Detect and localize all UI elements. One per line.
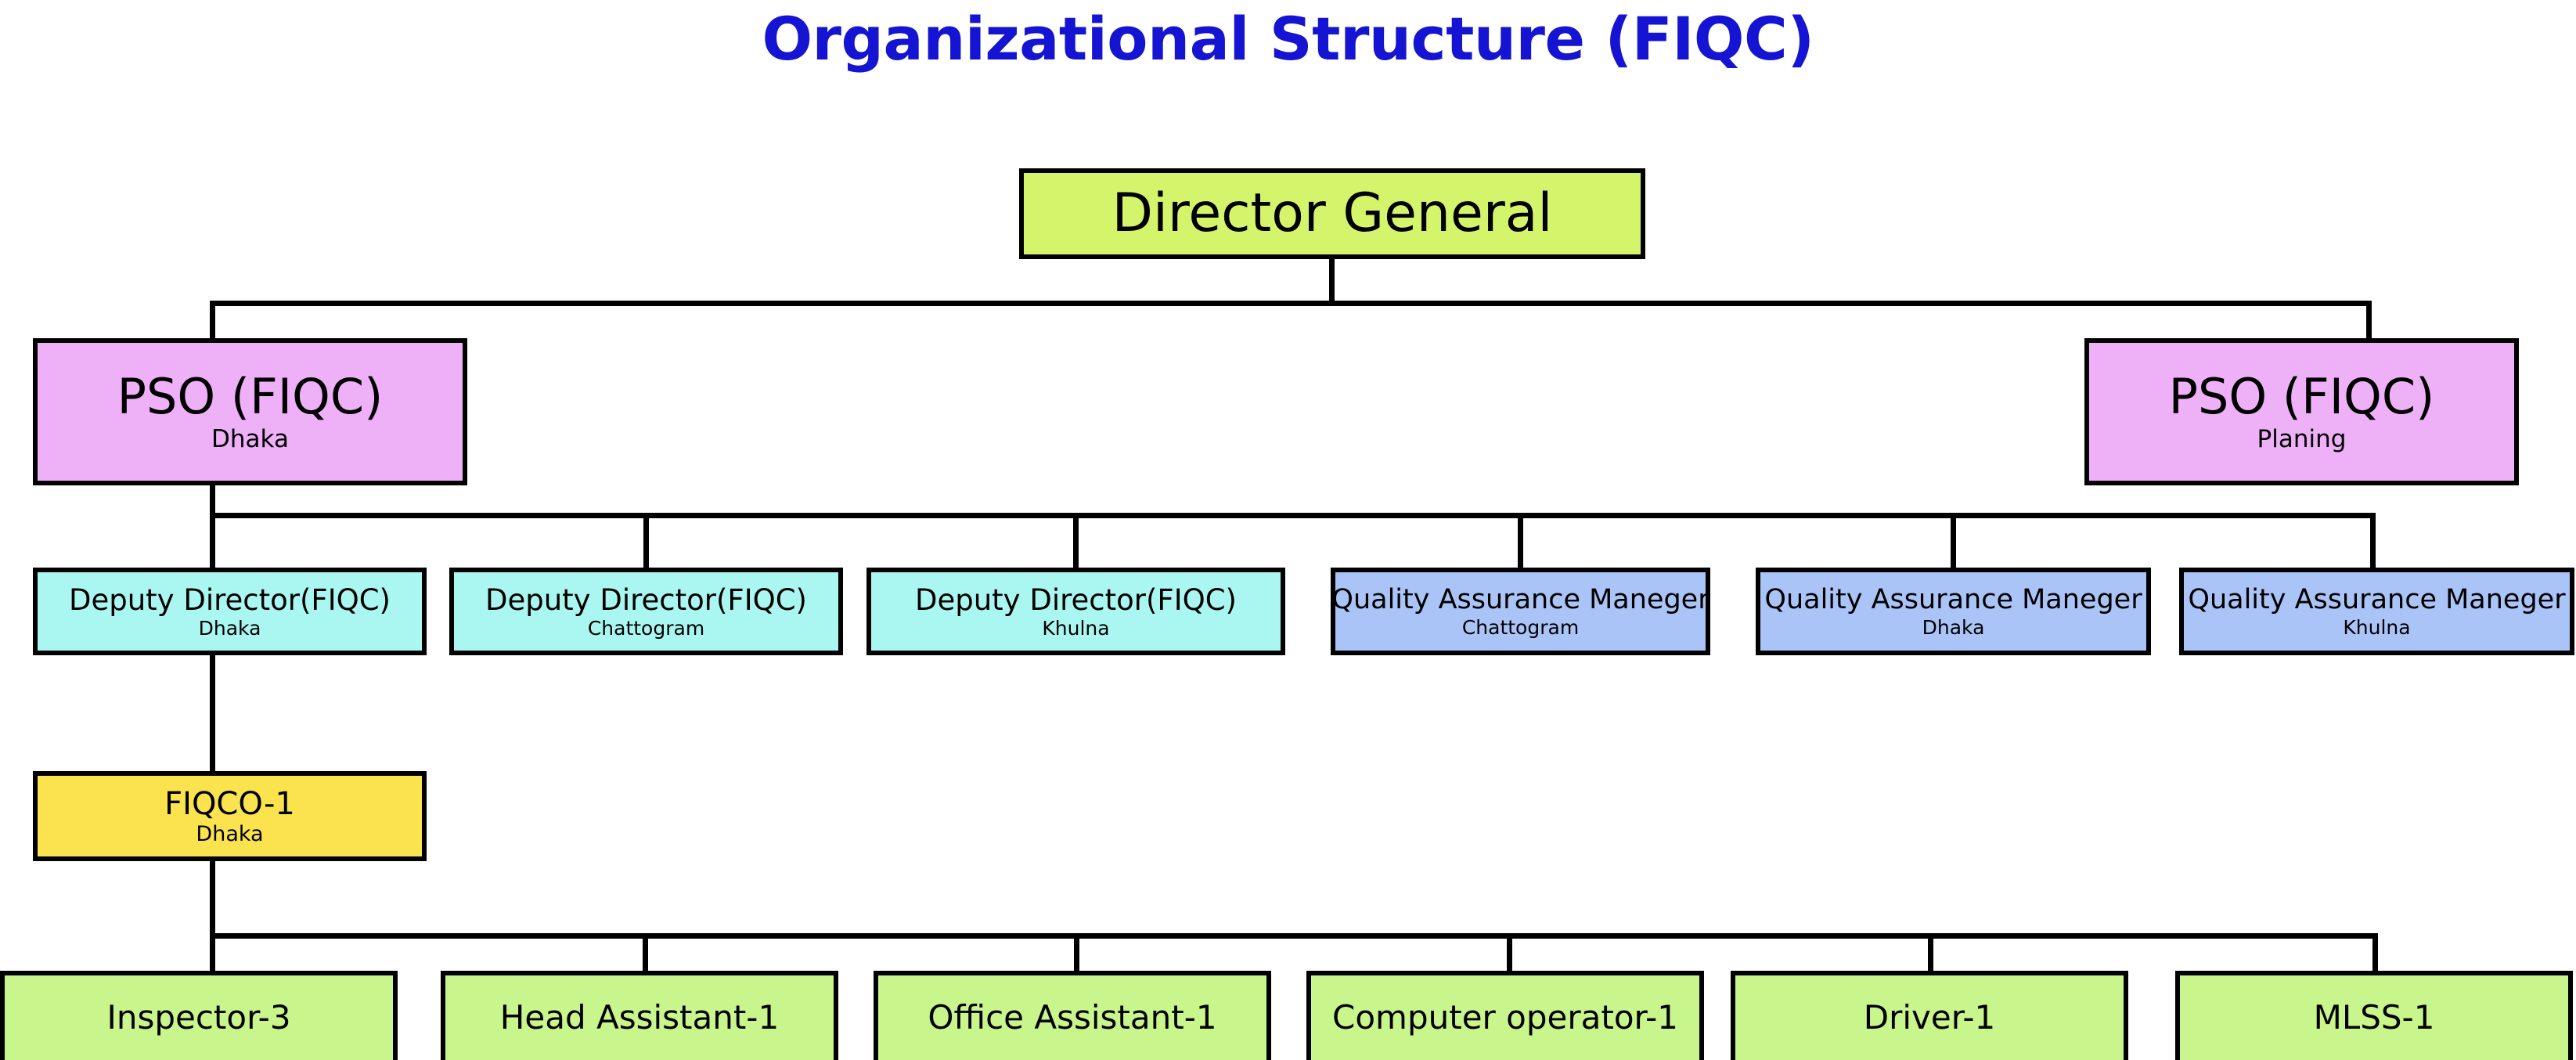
node-pso-dhaka-subtitle: Dhaka	[211, 424, 289, 453]
connector-drop-staff-head-assistant	[643, 933, 648, 974]
connector-pso-dhaka-stem	[210, 485, 215, 517]
node-fiqco-1[interactable]: FIQCO-1 Dhaka	[33, 771, 427, 861]
node-staff-computer-operator-title: Computer operator-1	[1332, 998, 1678, 1037]
node-deputy-director-dhaka-subtitle: Dhaka	[198, 616, 261, 640]
node-staff-mlss[interactable]: MLSS-1	[2175, 971, 2573, 1060]
connector-drop-staff-mlss	[2372, 933, 2378, 974]
connector-dg-stem	[1329, 259, 1335, 306]
node-quality-assurance-chattogram[interactable]: Quality Assurance Maneger Chattogram	[1331, 568, 1710, 655]
node-quality-assurance-chattogram-title: Quality Assurance Maneger	[1331, 583, 1710, 615]
node-pso-dhaka[interactable]: PSO (FIQC) Dhaka	[33, 338, 467, 485]
node-staff-computer-operator[interactable]: Computer operator-1	[1306, 971, 1704, 1060]
connector-drop-staff-inspector	[210, 933, 215, 974]
node-staff-driver[interactable]: Driver-1	[1731, 971, 2128, 1060]
node-deputy-director-khulna-subtitle: Khulna	[1042, 616, 1110, 640]
node-staff-head-assistant-title: Head Assistant-1	[499, 998, 780, 1037]
node-staff-head-assistant[interactable]: Head Assistant-1	[441, 971, 838, 1060]
connector-level1-bus	[210, 301, 2372, 306]
node-staff-inspector[interactable]: Inspector-3	[0, 971, 398, 1060]
connector-drop-deputy-director-dhaka	[210, 513, 215, 569]
connector-drop-qa-chattogram	[1518, 513, 1523, 569]
page-title: Organizational Structure (FIQC)	[762, 4, 1814, 74]
node-director-general[interactable]: Director General	[1019, 168, 1645, 259]
node-staff-inspector-title: Inspector-3	[106, 998, 291, 1037]
node-fiqco-1-title: FIQCO-1	[164, 785, 295, 822]
node-quality-assurance-khulna-title: Quality Assurance Maneger	[2188, 583, 2566, 615]
connector-drop-pso-planing	[2366, 301, 2372, 340]
node-quality-assurance-dhaka[interactable]: Quality Assurance Maneger Dhaka	[1756, 568, 2151, 655]
node-pso-planing-subtitle: Planing	[2257, 424, 2347, 453]
node-director-general-title: Director General	[1111, 182, 1553, 244]
node-deputy-director-chattogram-subtitle: Chattogram	[587, 616, 705, 640]
node-pso-planing-title: PSO (FIQC)	[2168, 367, 2435, 425]
node-deputy-director-chattogram-title: Deputy Director(FIQC)	[485, 582, 807, 617]
node-staff-office-assistant-title: Office Assistant-1	[928, 998, 1217, 1037]
connector-staff-bus	[210, 933, 2376, 939]
node-staff-office-assistant[interactable]: Office Assistant-1	[874, 971, 1271, 1060]
node-quality-assurance-dhaka-subtitle: Dhaka	[1922, 615, 1985, 639]
connector-drop-staff-driver	[1928, 933, 1933, 974]
node-deputy-director-khulna[interactable]: Deputy Director(FIQC) Khulna	[866, 568, 1285, 655]
node-staff-driver-title: Driver-1	[1863, 998, 1996, 1037]
node-deputy-director-khulna-title: Deputy Director(FIQC)	[914, 582, 1237, 617]
connector-drop-deputy-director-chattogram	[643, 513, 649, 569]
connector-level2-bus	[210, 513, 2370, 518]
connector-drop-staff-computer-operator	[1507, 933, 1512, 974]
connector-drop-staff-office-assistant	[1074, 933, 1079, 974]
node-deputy-director-dhaka[interactable]: Deputy Director(FIQC) Dhaka	[33, 568, 427, 655]
connector-deputy-director-dhaka-to-fiqco	[210, 655, 215, 771]
node-quality-assurance-chattogram-subtitle: Chattogram	[1461, 615, 1580, 639]
connector-drop-qa-khulna	[2370, 513, 2376, 569]
node-pso-planing[interactable]: PSO (FIQC) Planing	[2084, 338, 2519, 485]
node-quality-assurance-khulna-subtitle: Khulna	[2343, 615, 2411, 639]
connector-fiqco-stem	[210, 861, 215, 938]
connector-drop-deputy-director-khulna	[1073, 513, 1079, 569]
node-staff-mlss-title: MLSS-1	[2313, 998, 2435, 1037]
node-deputy-director-dhaka-title: Deputy Director(FIQC)	[68, 582, 391, 617]
node-quality-assurance-dhaka-title: Quality Assurance Maneger	[1764, 583, 2142, 615]
node-fiqco-1-subtitle: Dhaka	[196, 821, 264, 846]
connector-drop-qa-dhaka	[1951, 513, 1956, 569]
node-deputy-director-chattogram[interactable]: Deputy Director(FIQC) Chattogram	[449, 568, 843, 655]
node-pso-dhaka-title: PSO (FIQC)	[117, 367, 384, 425]
connector-drop-pso-dhaka	[210, 301, 215, 340]
node-quality-assurance-khulna[interactable]: Quality Assurance Maneger Khulna	[2179, 568, 2574, 655]
